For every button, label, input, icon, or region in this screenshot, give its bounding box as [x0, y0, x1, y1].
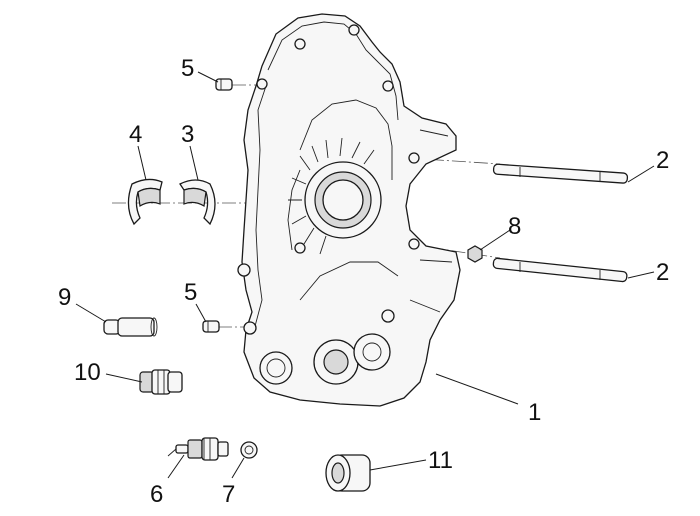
callout-8: 8 — [508, 213, 521, 240]
callout-3: 3 — [181, 121, 194, 148]
cover-rib-upper — [299, 99, 393, 180]
leader-1 — [435, 373, 519, 405]
callout-1: 1 — [528, 399, 541, 426]
callout-9: 9 — [58, 284, 71, 311]
leader-5a — [197, 71, 219, 83]
leader-11 — [369, 459, 427, 471]
leader-2b — [627, 271, 655, 279]
bearing-shell-left — [127, 178, 163, 226]
callout-2-upper: 2 — [656, 147, 669, 174]
bearing-shell-right — [179, 179, 216, 226]
leader-7 — [231, 457, 245, 479]
boss-fins — [288, 137, 375, 255]
callout-labels: 1 2 2 3 4 5 5 6 7 8 9 10 11 — [58, 55, 669, 508]
leader-8 — [479, 229, 511, 251]
sealing-washer — [240, 441, 258, 459]
leader-3 — [189, 145, 199, 181]
small-nut — [467, 245, 483, 263]
leader-2a — [627, 165, 655, 183]
crankcase-cover — [237, 13, 461, 407]
cover-side-ribs — [409, 129, 453, 313]
bearing-bore — [322, 179, 364, 221]
callout-5-lower: 5 — [184, 279, 197, 306]
sensor-switch — [167, 437, 229, 461]
leader-10 — [105, 373, 143, 383]
leader-lines — [75, 71, 655, 479]
leader-6 — [167, 454, 185, 479]
rubber-bushing — [325, 454, 371, 492]
callout-4: 4 — [129, 121, 142, 148]
cover-rib-lower — [299, 261, 399, 301]
cover-left-flange — [253, 85, 267, 331]
dowel-pin-lower — [202, 320, 220, 333]
callout-5-upper: 5 — [181, 55, 194, 82]
leader-9 — [75, 303, 107, 323]
lower-boss-right — [353, 333, 391, 371]
bolt-holes — [237, 24, 420, 335]
leader-5b — [195, 303, 207, 323]
dowel-pin-upper — [215, 78, 233, 91]
callout-6: 6 — [150, 481, 163, 508]
stud-bolt-upper — [492, 163, 629, 184]
callout-7: 7 — [222, 481, 235, 508]
callout-10: 10 — [74, 359, 101, 386]
callout-2-lower: 2 — [656, 259, 669, 286]
upper-stud-centerline — [407, 157, 501, 165]
callout-11: 11 — [428, 447, 453, 474]
lower-boss-left — [259, 351, 293, 385]
hollow-fitting — [139, 369, 183, 395]
stud-bolt-lower — [492, 257, 628, 283]
leader-4 — [137, 145, 147, 181]
plug-pin — [103, 317, 158, 337]
